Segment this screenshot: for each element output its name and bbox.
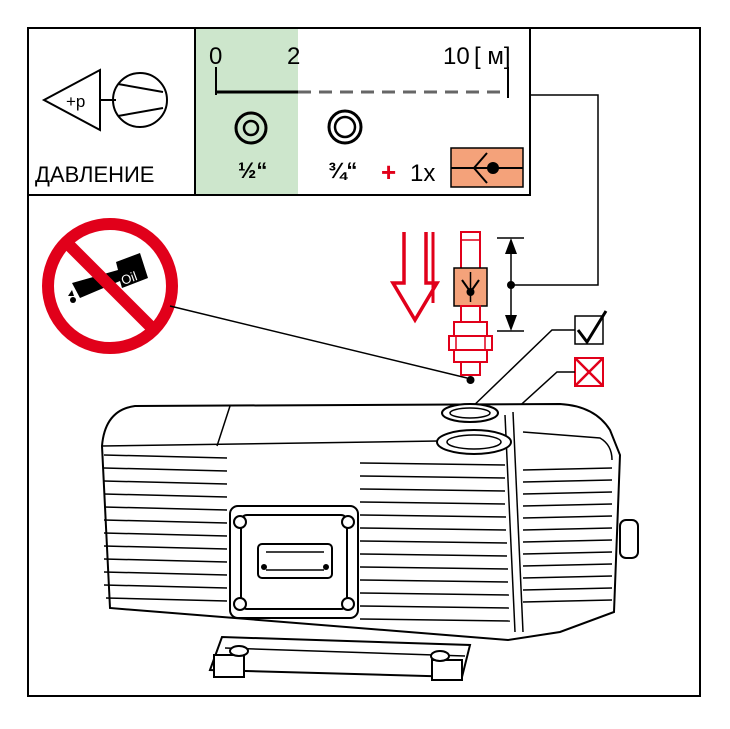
scale-label-0: 0 bbox=[209, 43, 222, 70]
checkmark-box-icon bbox=[574, 310, 608, 345]
pipe-half-inch-icon bbox=[234, 111, 268, 145]
green-zone bbox=[196, 29, 298, 194]
valve-leader-line bbox=[511, 94, 599, 286]
downward-arrow-icon bbox=[389, 232, 441, 324]
length-dimension bbox=[497, 237, 524, 332]
pipe-size-half: ½“ bbox=[238, 158, 267, 183]
plus-sign: + bbox=[381, 157, 396, 187]
vacuum-pump-illustration bbox=[100, 402, 639, 681]
valve-assembly bbox=[448, 231, 493, 384]
header-box bbox=[27, 27, 531, 196]
scale-label-10: 10 bbox=[443, 43, 470, 70]
ok-leader-line bbox=[466, 329, 575, 413]
oil-can-text: Oil bbox=[119, 268, 139, 288]
cross-box-icon bbox=[574, 357, 604, 387]
scale-label-2: 2 bbox=[287, 43, 300, 70]
pressure-label: ДАВЛЕНИЕ bbox=[35, 162, 155, 187]
pipe-size-three-quarter: ¾“ bbox=[328, 158, 357, 183]
scale-unit: [ м] bbox=[474, 43, 511, 70]
no-oil-icon: Oil bbox=[42, 218, 178, 354]
compressor-pressure-icon bbox=[41, 68, 168, 132]
pressure-symbol: +p bbox=[66, 92, 85, 111]
check-valve-icon bbox=[450, 147, 524, 188]
pipe-three-quarter-icon bbox=[327, 109, 363, 145]
no-oil-leader-line bbox=[169, 305, 468, 379]
valve-count: 1x bbox=[410, 160, 435, 187]
